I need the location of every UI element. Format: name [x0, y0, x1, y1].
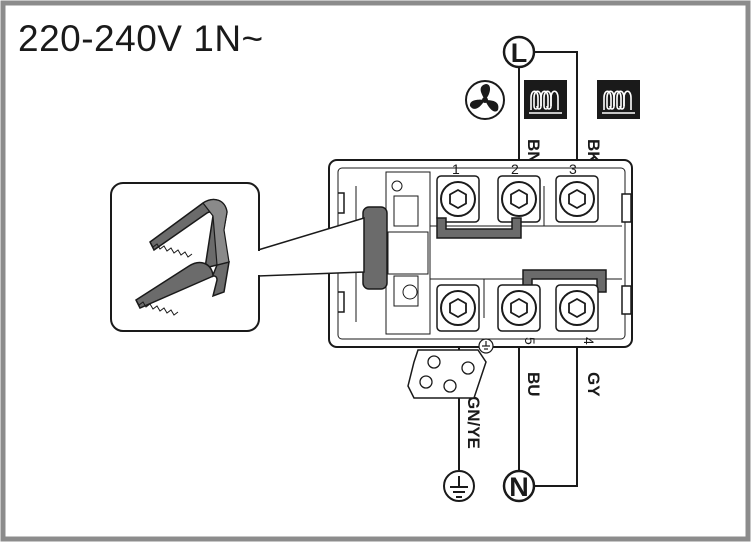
earth-symbol-icon: [443, 470, 475, 502]
wire-label-black: BK: [584, 139, 603, 164]
terminal-screw-earth: [436, 284, 480, 332]
terminal-screw-3: [555, 175, 599, 223]
wire-black: [535, 51, 578, 178]
bridge-link-callout: [110, 182, 365, 332]
terminal-number-2: 2: [511, 161, 519, 177]
wire-grey: [535, 318, 578, 487]
terminal-screw-5: [497, 284, 541, 332]
terminal-screw-1: [436, 175, 480, 223]
wire-label-blue: BU: [524, 372, 543, 397]
earth-mounting-plate: [407, 349, 487, 399]
live-label: L: [511, 38, 528, 68]
neutral-label: N: [509, 472, 529, 502]
earth-mark-icon: [478, 338, 494, 354]
wire-label-grey: GY: [584, 372, 603, 397]
terminal-number-1: 1: [452, 161, 460, 177]
terminal-number-3: 3: [569, 161, 577, 177]
live-terminal: L: [502, 35, 536, 69]
bridge-link-icon: [135, 198, 230, 316]
neutral-terminal: N: [502, 469, 536, 503]
bridge-link-top: [436, 217, 522, 239]
wire-label-earth: GN/YE: [464, 396, 483, 449]
fan-icon: [465, 80, 505, 120]
terminal-screw-4: [555, 284, 599, 332]
voltage-title: 220-240V 1N~: [18, 18, 264, 59]
heating-element-icon: [524, 80, 567, 119]
heating-element-icon: [597, 80, 640, 119]
terminal-screw-2: [497, 175, 541, 223]
terminal-number-4: 4: [581, 337, 597, 345]
wire-label-brown: BN: [524, 139, 543, 164]
bridge-slot: [362, 206, 388, 290]
terminal-number-5: 5: [522, 337, 538, 345]
